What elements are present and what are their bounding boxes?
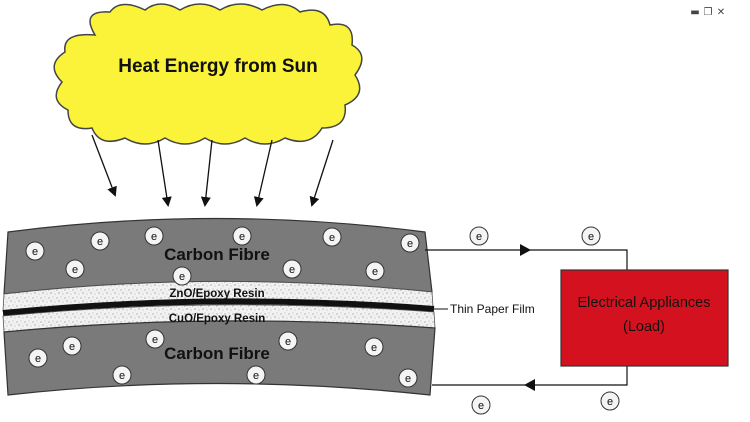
load-label-line2: (Load)	[623, 319, 665, 335]
electron-label: e	[119, 370, 125, 382]
electron-symbol: e	[232, 226, 252, 246]
electron-symbol: e	[364, 337, 384, 357]
electron-symbol: e	[62, 336, 82, 356]
electron-symbol: e	[144, 226, 164, 246]
sun-cloud: Heat Energy from Sun	[53, 3, 363, 145]
electron-label: e	[32, 246, 38, 258]
electron-label: e	[151, 231, 157, 243]
electron-symbol: e	[600, 391, 620, 411]
electron-label: e	[152, 334, 158, 346]
electron-symbol: e	[282, 259, 302, 279]
electron-label: e	[371, 342, 377, 354]
electron-label: e	[179, 271, 185, 283]
electron-label: e	[405, 373, 411, 385]
electron-symbol: e	[172, 266, 192, 286]
electron-symbol: e	[246, 365, 266, 385]
bottom-wire	[432, 365, 628, 386]
electron-symbol: e	[278, 331, 298, 351]
electron-symbol: e	[90, 231, 110, 251]
electron-label: e	[69, 341, 75, 353]
heat-arrow	[200, 139, 213, 207]
electron-symbol: e	[145, 329, 165, 349]
top-wire	[425, 249, 628, 270]
minimize-icon[interactable]: ▬	[690, 7, 700, 18]
load-box: Electrical Appliances (Load)	[560, 269, 729, 367]
top-wire-arrow	[520, 244, 531, 256]
electron-symbol: e	[25, 241, 45, 261]
circuit-wires	[425, 249, 628, 386]
electron-label: e	[407, 238, 413, 250]
electron-label: e	[329, 232, 335, 244]
electron-symbol: e	[65, 259, 85, 279]
electron-label: e	[476, 231, 482, 243]
electron-label: e	[588, 231, 594, 243]
electron-symbol: e	[400, 233, 420, 253]
electron-symbol: e	[28, 348, 48, 368]
electron-symbol: e	[365, 261, 385, 281]
electron-label: e	[372, 266, 378, 278]
heat-arrows	[91, 134, 334, 207]
bottom-fibre-label: Carbon Fibre	[164, 344, 270, 363]
bottom-carbon-fibre-layer	[3, 320, 436, 396]
zno-label: ZnO/Epoxy Resin	[169, 288, 264, 300]
electron-label: e	[607, 396, 613, 408]
sun-label: Heat Energy from Sun	[118, 56, 318, 77]
heat-arrow	[91, 134, 117, 197]
electron-label: e	[72, 264, 78, 276]
electron-label: e	[97, 236, 103, 248]
top-fibre-label: Carbon Fibre	[164, 245, 270, 264]
bottom-wire-arrow	[524, 379, 535, 391]
thin-paper-film	[2, 298, 435, 316]
electrons-group: e e e e e e e e e e e e e e e e e e e e e e	[25, 226, 620, 415]
electron-symbol: e	[581, 226, 601, 246]
restore-icon[interactable]: ❐	[703, 7, 713, 18]
electron-label: e	[35, 353, 41, 365]
close-icon[interactable]: ✕	[716, 7, 726, 18]
electron-label: e	[289, 264, 295, 276]
electron-symbol: e	[471, 395, 491, 415]
electron-label: e	[253, 370, 259, 382]
heat-arrow	[157, 139, 172, 207]
electron-symbol: e	[469, 226, 489, 246]
electron-symbol: e	[398, 368, 418, 388]
electron-symbol: e	[322, 227, 342, 247]
heat-arrow	[253, 139, 273, 207]
electron-symbol: e	[112, 365, 132, 385]
cuo-label: CuO/Epoxy Resin	[169, 313, 266, 325]
heat-arrow	[309, 139, 334, 207]
load-label-line1: Electrical Appliances	[578, 295, 711, 311]
electron-label: e	[239, 231, 245, 243]
electron-label: e	[478, 400, 484, 412]
electron-label: e	[285, 336, 291, 348]
film-label: Thin Paper Film	[450, 302, 535, 316]
